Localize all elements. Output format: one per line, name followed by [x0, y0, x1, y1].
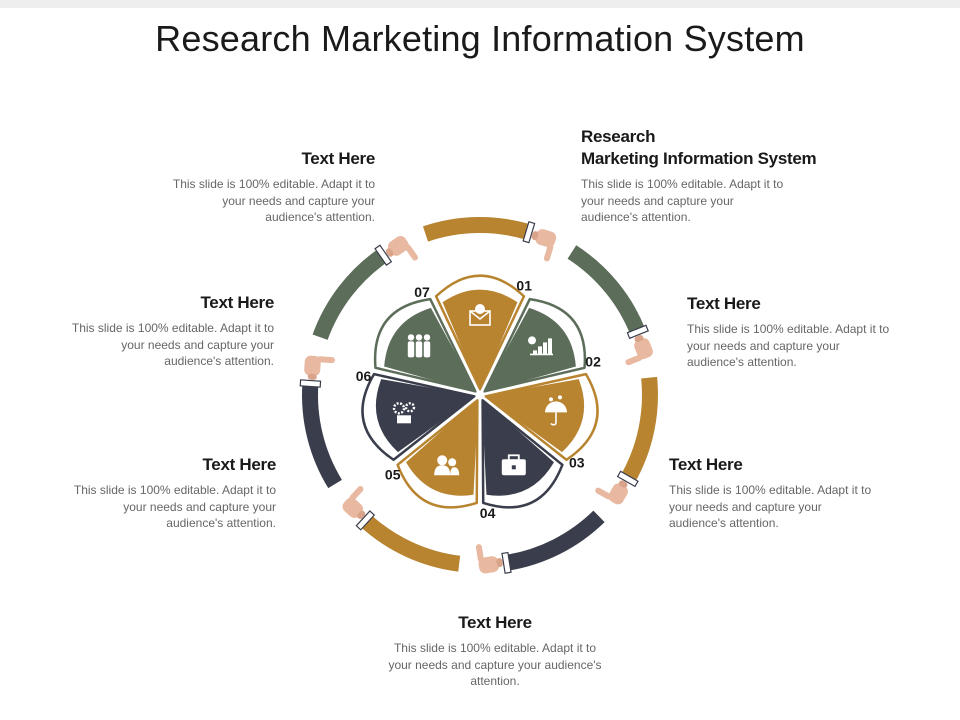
cuff-5: [355, 510, 376, 531]
text-block-1: Research Marketing Information System Th…: [581, 126, 871, 226]
text-block-7: Text Here This slide is 100% editable. A…: [170, 148, 375, 226]
pointing-hand-icon: [342, 486, 366, 519]
text-block-3-body: This slide is 100% editable. Adapt it to…: [669, 483, 872, 530]
ring-arc-3: [620, 376, 658, 483]
umbrella-icon: [545, 395, 567, 426]
pointing-hand-icon: [385, 235, 418, 261]
briefcase-icon: [501, 454, 526, 476]
text-block-5-body: This slide is 100% editable. Adapt it to…: [73, 483, 276, 530]
petal-05: 05: [385, 398, 479, 509]
segment-number-04: 04: [480, 505, 496, 521]
text-block-6-body: This slide is 100% editable. Adapt it to…: [71, 321, 274, 368]
ring-arc-7: [312, 248, 388, 341]
pointing-hand-icon: [625, 335, 653, 366]
petal-07: 07: [373, 284, 477, 393]
bar-chart-icon: [528, 336, 553, 356]
text-block-3-heading: Text Here: [669, 455, 743, 474]
petal-02: 02: [483, 297, 601, 393]
ring-arc-2: [567, 245, 646, 335]
pointing-hand-icon: [475, 544, 503, 574]
text-block-4-heading: Text Here: [458, 613, 532, 632]
petal-01: 01: [434, 274, 532, 391]
cuff-3: [616, 470, 639, 488]
cuff-4: [501, 551, 512, 574]
pointing-hand-icon: [595, 480, 628, 505]
text-block-4-body: This slide is 100% editable. Adapt it to…: [388, 641, 602, 688]
ring-arc-5: [359, 514, 461, 572]
cuff-1: [522, 221, 536, 244]
gears-icon: [392, 402, 416, 424]
text-block-6: Text Here This slide is 100% editable. A…: [70, 292, 274, 370]
ring-arc-4: [505, 510, 605, 571]
cuff-6: [299, 379, 322, 388]
ring-arc-6: [302, 382, 342, 489]
cuff-2: [626, 324, 649, 340]
text-block-7-body: This slide is 100% editable. Adapt it to…: [172, 177, 375, 224]
segment-number-03: 03: [569, 454, 585, 470]
money-envelope-icon: [469, 304, 491, 326]
text-block-4: Text Here This slide is 100% editable. A…: [385, 612, 605, 690]
text-block-5-heading: Text Here: [202, 455, 276, 474]
segment-number-06: 06: [356, 368, 372, 384]
page-title: Research Marketing Information System: [155, 18, 805, 59]
users-icon: [434, 455, 460, 476]
outer-ring: [299, 217, 658, 574]
segment-number-05: 05: [385, 466, 401, 482]
top-bar: [0, 0, 960, 8]
cuff-7: [374, 244, 393, 266]
segment-number-01: 01: [516, 278, 532, 294]
petal-03: 03: [483, 372, 599, 470]
segment-number-02: 02: [585, 353, 601, 369]
petal-group: 01 02 03 04 05 06 07: [356, 274, 601, 521]
petal-04: 04: [480, 398, 564, 521]
petal-06: 06: [356, 368, 477, 462]
ring-arc-1: [422, 217, 532, 242]
text-block-5: Text Here This slide is 100% editable. A…: [72, 454, 276, 532]
text-block-1-heading: Research Marketing Information System: [581, 127, 817, 168]
pointing-hand-icon: [531, 229, 557, 262]
segment-number-07: 07: [414, 284, 430, 300]
team-icon: [407, 334, 431, 358]
text-block-6-heading: Text Here: [200, 293, 274, 312]
text-block-3: Text Here This slide is 100% editable. A…: [669, 454, 874, 532]
pointing-hand-icon: [304, 355, 335, 380]
text-block-2-body: This slide is 100% editable. Adapt it to…: [687, 322, 890, 369]
text-block-7-heading: Text Here: [301, 149, 375, 168]
text-block-1-body: This slide is 100% editable. Adapt it to…: [581, 177, 784, 224]
text-block-2: Text Here This slide is 100% editable. A…: [687, 293, 892, 371]
text-block-2-heading: Text Here: [687, 294, 761, 313]
